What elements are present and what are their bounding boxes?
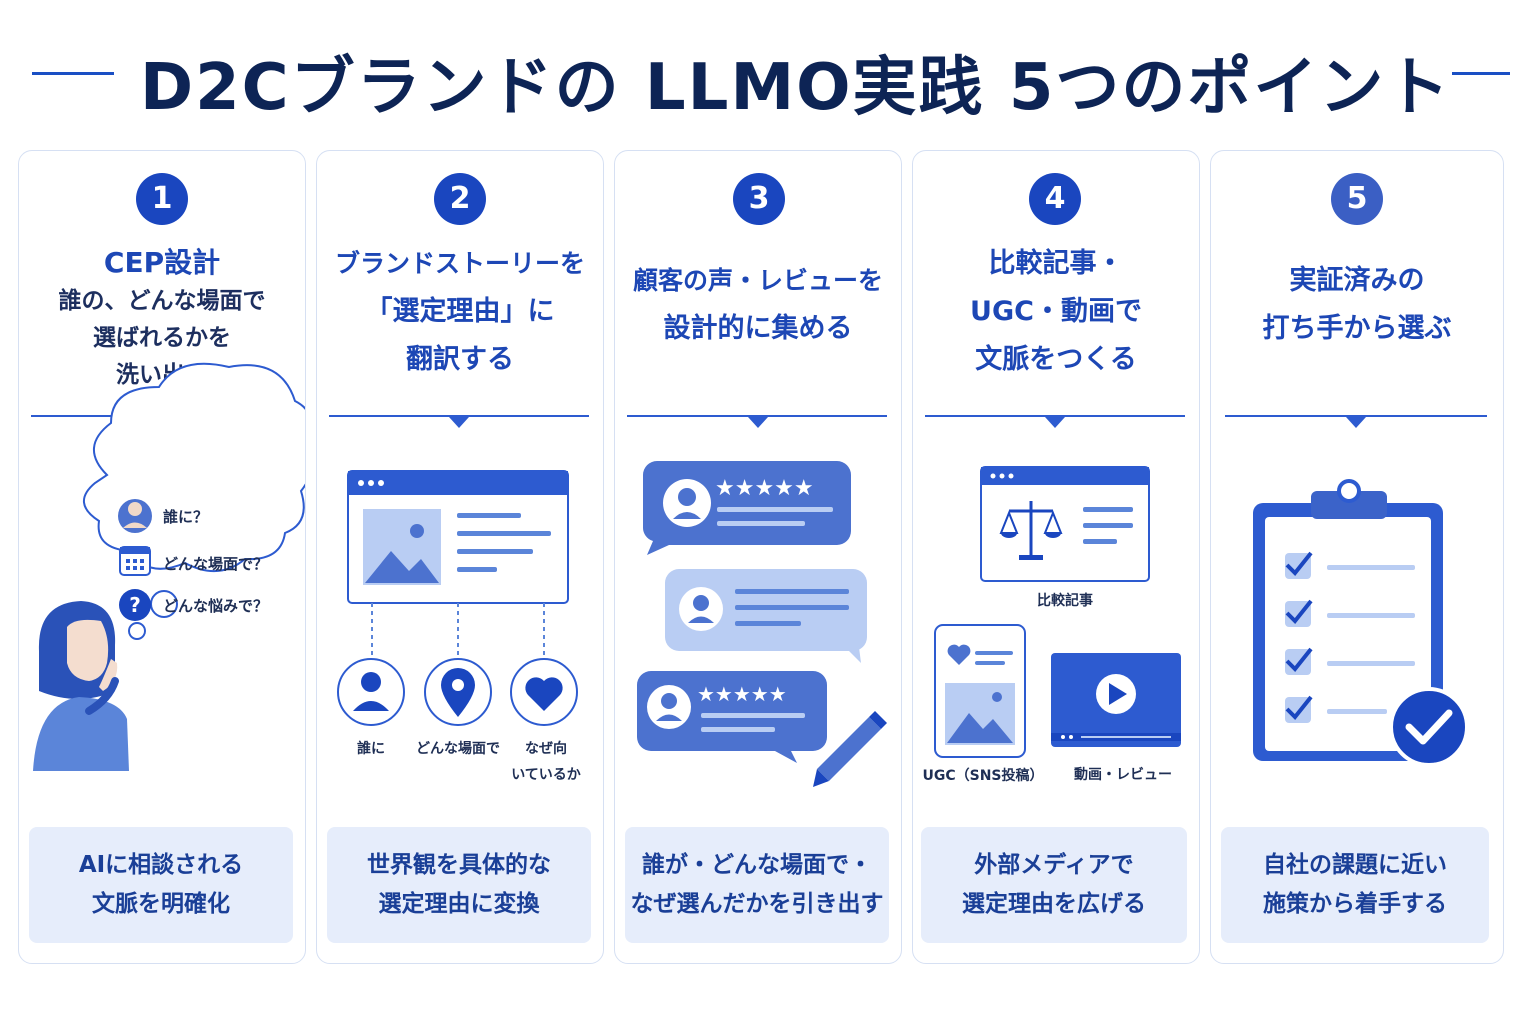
question-icon: ? <box>119 589 151 621</box>
summary-line: 選定理由を広げる <box>962 891 1146 917</box>
divider-pointer <box>449 417 469 428</box>
summary-line: 世界観を具体的な <box>367 852 551 878</box>
point-card-1: 1 CEP設計 誰の、どんな場面で 選ばれるかを 洗い出す 誰に？ どんな場面で… <box>18 150 306 964</box>
summary-line: 選定理由に変換 <box>378 891 540 917</box>
checkbox-checked-icon <box>1285 599 1313 627</box>
star-rating: ★★★★★ <box>715 476 814 501</box>
clipboard-icon <box>1253 479 1443 761</box>
thought-bubble-illustration: 誰に？ どんな場面で？ ? どんな悩みで？ <box>33 362 305 771</box>
point-number-badge: 3 <box>733 173 785 225</box>
heading-line: 実証済みの <box>1289 265 1425 296</box>
calendar-icon <box>119 546 151 576</box>
summary-line: 誰が・どんな場面で・ <box>642 852 872 878</box>
point-number-badge: 2 <box>434 173 486 225</box>
comparison-article-label: 比較記事 <box>1037 592 1093 609</box>
summary-line: 施策から着手する <box>1263 891 1447 917</box>
section-divider <box>925 415 1185 417</box>
sns-post-phone <box>934 624 1026 758</box>
checkbox-checked-icon <box>1285 647 1313 675</box>
point-summary: 自社の課題に近い 施策から着手する <box>1221 827 1489 943</box>
reviews-illustration: ★★★★★ ★★★★★ <box>637 461 887 787</box>
ugc-label: UGC（SNS投稿） <box>922 767 1043 784</box>
point-heading: CEP設計 誰の、どんな場面で 選ばれるかを 洗い出す <box>27 233 297 403</box>
target-label: 誰に <box>357 740 385 757</box>
thinking-woman-illustration <box>33 601 129 771</box>
title-left-rule <box>32 72 114 75</box>
summary-line: AIに相談される <box>78 852 244 878</box>
heading-line: 打ち手から選ぶ <box>1262 313 1452 344</box>
media-illustration: 比較記事 UGC（SNS投稿） 動画・レビュー <box>922 466 1181 784</box>
point-heading: ブランドストーリーを 「選定理由」に 翻訳する <box>325 237 595 387</box>
bubble-item-who: 誰に？ <box>163 508 208 526</box>
reason-label: いているか <box>511 767 581 783</box>
point-number-badge: 1 <box>136 173 188 225</box>
section-divider <box>1225 415 1487 417</box>
checkbox-checked-icon <box>1285 695 1313 723</box>
person-icon <box>118 499 152 533</box>
clipboard-illustration <box>1253 479 1469 767</box>
location-pin-icon <box>424 658 492 726</box>
point-summary: 誰が・どんな場面で・ なぜ選んだかを引き出す <box>625 827 889 943</box>
summary-line: 文脈を明確化 <box>92 891 230 917</box>
point-summary: AIに相談される 文脈を明確化 <box>29 827 293 943</box>
heading-line: 顧客の声・レビューを <box>632 266 883 295</box>
title-row: D2Cブランドの LLMO実践 5つのポイント <box>0 30 1536 125</box>
point-number-badge: 4 <box>1029 173 1081 225</box>
divider-pointer <box>1045 417 1065 428</box>
point-card-4: 4 比較記事・ UGC・動画で 文脈をつくる 比較記事 <box>912 150 1200 964</box>
review-bubble: ★★★★★ <box>642 461 851 555</box>
point-number-badge: 5 <box>1331 173 1383 225</box>
reason-label: なぜ向 <box>525 740 567 757</box>
section-divider <box>627 415 887 417</box>
browser-window-icon <box>347 470 569 604</box>
scale-icon <box>999 501 1063 560</box>
checkbox-checked-icon <box>1285 551 1313 579</box>
scene-label: どんな場面で <box>416 740 500 757</box>
heading-line: 「選定理由」に <box>365 296 555 327</box>
point-summary: 外部メディアで 選定理由を広げる <box>921 827 1187 943</box>
person-icon <box>337 658 405 726</box>
heading-line: 選ばれるかを <box>93 324 231 351</box>
divider-pointer <box>1346 417 1366 428</box>
title-right-rule <box>1452 72 1510 75</box>
heading-line: 誰の、どんな場面で <box>58 287 266 314</box>
point-summary: 世界観を具体的な 選定理由に変換 <box>327 827 591 943</box>
point-heading: 実証済みの 打ち手から選ぶ <box>1219 255 1495 355</box>
pencil-icon <box>813 711 887 787</box>
heading-line: CEP設計 <box>103 245 221 279</box>
summary-line: なぜ選んだかを引き出す <box>630 891 884 917</box>
section-divider <box>329 415 589 417</box>
heading-line: 翻訳する <box>406 344 514 375</box>
summary-line: 自社の課題に近い <box>1263 852 1447 878</box>
bubble-item-worry: どんな悩みで？ <box>163 597 268 615</box>
check-badge-icon <box>1389 687 1469 767</box>
summary-line: 外部メディアで <box>974 852 1134 878</box>
point-heading: 比較記事・ UGC・動画で 文脈をつくる <box>921 237 1191 387</box>
video-label: 動画・レビュー <box>1074 766 1172 783</box>
page-title: D2Cブランドの LLMO実践 5つのポイント <box>140 51 1452 125</box>
star-rating: ★★★★★ <box>697 682 787 706</box>
heart-icon <box>510 658 578 726</box>
svg-text:?: ? <box>129 593 141 617</box>
heading-line: ブランドストーリーを <box>334 249 585 278</box>
point-card-3: 3 顧客の声・レビューを 設計的に集める ★★★★★ <box>614 150 902 964</box>
comparison-article-window <box>980 466 1150 582</box>
review-bubble <box>665 569 867 663</box>
point-heading: 顧客の声・レビューを 設計的に集める <box>623 255 893 355</box>
video-player <box>1051 653 1181 747</box>
divider-pointer <box>748 417 768 428</box>
bubble-item-scene: どんな場面で？ <box>163 555 268 573</box>
heading-line: 比較記事・ <box>988 248 1124 279</box>
point-card-2: 2 ブランドストーリーを 「選定理由」に 翻訳する <box>316 150 604 964</box>
review-bubble: ★★★★★ <box>637 671 827 763</box>
heading-line: 文脈をつくる <box>975 344 1137 375</box>
point-card-5: 5 実証済みの 打ち手から選ぶ <box>1210 150 1504 964</box>
heading-line: 設計的に集める <box>663 313 853 344</box>
brand-page-illustration: 誰に どんな場面で なぜ向 いているか <box>337 470 581 783</box>
heading-line: UGC・動画で <box>970 296 1142 327</box>
